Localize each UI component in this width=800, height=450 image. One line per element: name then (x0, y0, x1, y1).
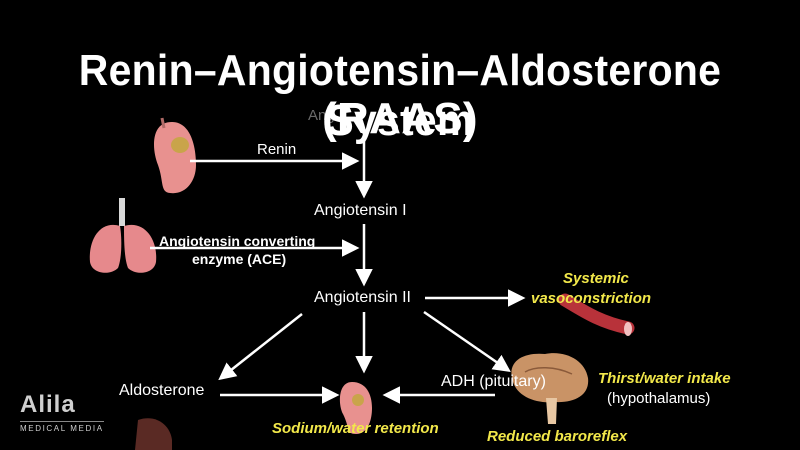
kidney-icon (153, 117, 196, 194)
ace-label-line-2: enzyme (ACE) (192, 251, 287, 267)
effect-thirst: Thirst/water intake (598, 370, 731, 387)
adh-node: ADH (pituitary) (441, 373, 546, 390)
kidney-icon-bottom (339, 382, 372, 434)
kidney-icon-partial (135, 418, 172, 450)
title-line-2: (RAAS) (322, 94, 478, 143)
logo-tagline: MEDICAL MEDIA (20, 421, 104, 433)
renin-label: Renin (257, 141, 297, 158)
aldosterone-arrow (218, 313, 303, 381)
adh-arrow (423, 310, 511, 372)
effect-vasoconstriction-line-2: vasoconstriction (531, 290, 652, 307)
title-line-1: Renin–Angiotensin–Aldosterone System (78, 46, 722, 145)
blood-vessel-icon (558, 293, 635, 336)
effect-sodium-retention: Sodium/water retention (272, 420, 439, 437)
angiotensin-2-node: Angiotensin II (314, 289, 411, 306)
lungs-icon (89, 198, 157, 273)
brain-icon (511, 353, 589, 424)
aldosterone-node: Aldosterone (119, 382, 205, 399)
effect-hypothalamus: (hypothalamus) (607, 390, 711, 407)
alila-logo: Alila MEDICAL MEDIA (20, 393, 104, 433)
ace-label-line-1: Angiotensin converting (159, 233, 316, 249)
effect-vasoconstriction-line-1: Systemic (563, 270, 629, 287)
background-fragment: Ang (308, 107, 335, 124)
effect-baroreflex: Reduced baroreflex (487, 428, 628, 445)
logo-name: Alila (20, 391, 76, 418)
angiotensin-1-node: Angiotensin I (314, 202, 407, 219)
